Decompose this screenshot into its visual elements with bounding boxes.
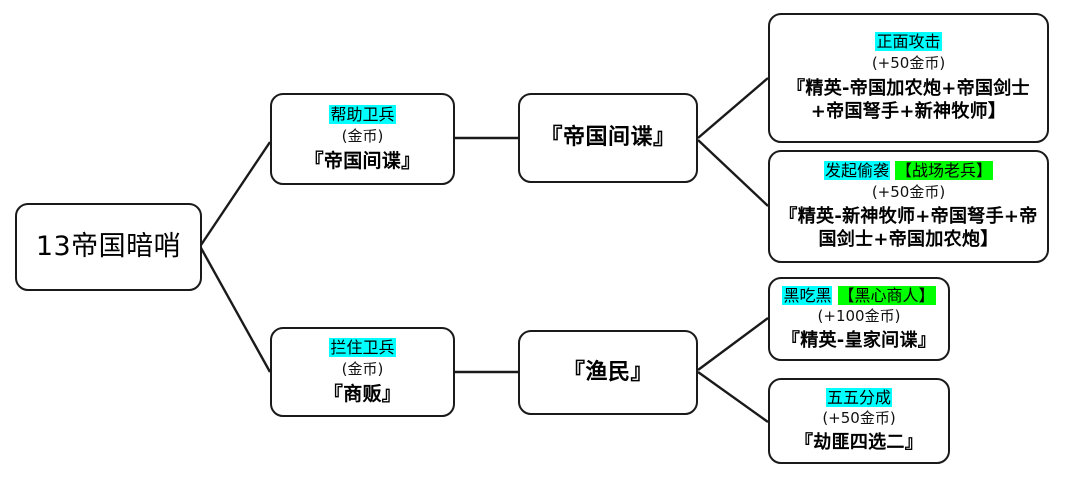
edge-root-to-block-guard: [199, 247, 272, 373]
node-frontal-attack[interactable]: 正面攻击 (+50金币) 『精英-帝国加农炮+帝国剑士+帝国弩手+新神牧师】: [768, 13, 1049, 143]
node-fifty-fifty-option: 五五分成: [825, 387, 892, 408]
node-frontal-attack-result: 『精英-帝国加农炮+帝国剑士+帝国弩手+新神牧师】: [787, 77, 1030, 122]
node-black-eats-black-cost: (+100金币): [817, 307, 901, 326]
option-highlight: 黑吃黑: [782, 285, 833, 305]
edge-fisherman-to-black-eats-black: [697, 317, 769, 371]
trait-highlight: 【战场老兵】: [895, 160, 994, 180]
node-block-guard[interactable]: 拦住卫兵 (金币) 『商贩』: [270, 327, 455, 417]
node-fisherman[interactable]: 『渔民』: [518, 330, 698, 415]
node-frontal-attack-option: 正面攻击: [875, 32, 942, 52]
node-block-guard-option: 拦住卫兵: [329, 338, 396, 358]
node-black-eats-black-option: 黑吃黑 【黑心商人】: [782, 285, 936, 306]
node-root[interactable]: 13帝国暗哨: [15, 203, 202, 291]
edge-empire-spy-to-frontal-attack: [697, 77, 769, 139]
node-root-label: 13帝国暗哨: [35, 231, 182, 263]
option-highlight: 发起偷袭: [823, 160, 890, 180]
node-block-guard-result: 『商贩』: [323, 382, 402, 405]
node-sneak-attack-option: 发起偷袭 【战场老兵】: [823, 160, 994, 181]
node-sneak-attack-cost: (+50金币): [871, 182, 946, 201]
edge-root-to-help-guard: [200, 141, 271, 246]
node-help-guard[interactable]: 帮助卫兵 (金币) 『帝国间谍』: [270, 93, 455, 185]
node-block-guard-cost: (金币): [341, 359, 384, 378]
option-highlight: 五五分成: [825, 387, 892, 407]
edge-fisherman-to-fifty-fifty: [697, 371, 769, 423]
node-fifty-fifty-result: 『劫匪四选二』: [794, 432, 924, 454]
node-fifty-fifty[interactable]: 五五分成 (+50金币) 『劫匪四选二』: [768, 378, 950, 464]
trait-highlight: 【黑心商人】: [837, 285, 936, 305]
node-help-guard-result: 『帝国间谍』: [304, 149, 421, 172]
edge-empire-spy-to-sneak-attack: [697, 139, 769, 207]
option-highlight: 拦住卫兵: [329, 338, 396, 358]
node-fisherman-label: 『渔民』: [562, 359, 653, 385]
node-help-guard-option: 帮助卫兵: [329, 105, 396, 125]
node-sneak-attack-result: 『精英-新神牧师+帝国弩手+帝国剑士+帝国加农炮】: [779, 206, 1038, 251]
node-empire-spy[interactable]: 『帝国间谍』: [518, 93, 698, 183]
node-black-eats-black-result: 『精英-皇家间谍』: [781, 330, 937, 352]
node-fifty-fifty-cost: (+50金币): [822, 409, 896, 428]
node-frontal-attack-cost: (+50金币): [871, 54, 946, 73]
node-sneak-attack[interactable]: 发起偷袭 【战场老兵】 (+50金币) 『精英-新神牧师+帝国弩手+帝国剑士+帝…: [768, 150, 1049, 263]
node-black-eats-black[interactable]: 黑吃黑 【黑心商人】 (+100金币) 『精英-皇家间谍』: [768, 277, 950, 361]
node-help-guard-cost: (金币): [341, 126, 384, 145]
node-empire-spy-label: 『帝国间谍』: [540, 125, 676, 151]
option-highlight: 帮助卫兵: [329, 105, 396, 125]
option-highlight: 正面攻击: [875, 32, 942, 52]
